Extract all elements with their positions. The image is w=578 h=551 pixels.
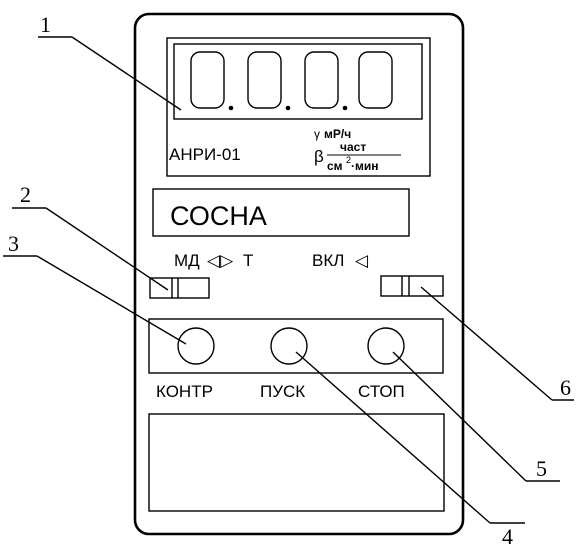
decimal-point-2 <box>285 105 291 111</box>
callout-leaders <box>3 36 574 524</box>
text-screen <box>152 188 410 237</box>
digit-window <box>173 43 423 120</box>
callout-3: 3 <box>8 231 19 256</box>
unit-beta-den-sup: 2 <box>346 155 351 165</box>
power-arrow-icon: ◁ <box>355 251 369 270</box>
button-panel <box>148 318 444 374</box>
bottom-compartment <box>148 413 445 512</box>
mode-label-right: Т <box>243 251 253 270</box>
pusk-button-label: ПУСК <box>260 382 305 401</box>
power-label: ВКЛ <box>312 251 344 270</box>
digit-cells <box>190 51 393 111</box>
unit-gamma: мР/ч <box>324 127 351 141</box>
stop-button-label: СТОП <box>358 382 405 401</box>
device-body <box>133 12 465 536</box>
display-frame <box>166 37 431 177</box>
unit-beta-symbol: β <box>314 147 324 166</box>
stop-button[interactable] <box>367 327 405 365</box>
screen-text: СОСНА <box>170 201 267 231</box>
callout-6: 6 <box>560 375 571 400</box>
decimal-point-3 <box>342 105 348 111</box>
digit-cell-3 <box>304 51 339 109</box>
digit-cell-4 <box>358 51 393 109</box>
digit-cell-2 <box>247 51 282 109</box>
pusk-button[interactable] <box>270 327 308 365</box>
unit-beta-numerator: част <box>340 140 366 154</box>
callout-2: 2 <box>20 182 31 207</box>
unit-gamma-symbol: γ <box>314 127 320 141</box>
callout-5: 5 <box>536 456 547 481</box>
decimal-point-1 <box>228 105 234 111</box>
digit-cell-1 <box>190 51 225 109</box>
power-switch[interactable] <box>380 275 444 297</box>
callout-1: 1 <box>40 12 51 37</box>
kontr-button[interactable] <box>177 327 215 365</box>
model-label: АНРИ-01 <box>169 145 241 164</box>
kontr-button-label: КОНТР <box>156 382 213 401</box>
mode-arrows-icon: ◁▷ <box>207 251 234 270</box>
mode-switch[interactable] <box>149 277 210 299</box>
callout-4: 4 <box>502 524 513 546</box>
unit-beta-den-b: ·мин <box>351 159 379 173</box>
mode-label-left: МД <box>174 251 200 270</box>
unit-beta-den-a: см <box>327 159 343 173</box>
